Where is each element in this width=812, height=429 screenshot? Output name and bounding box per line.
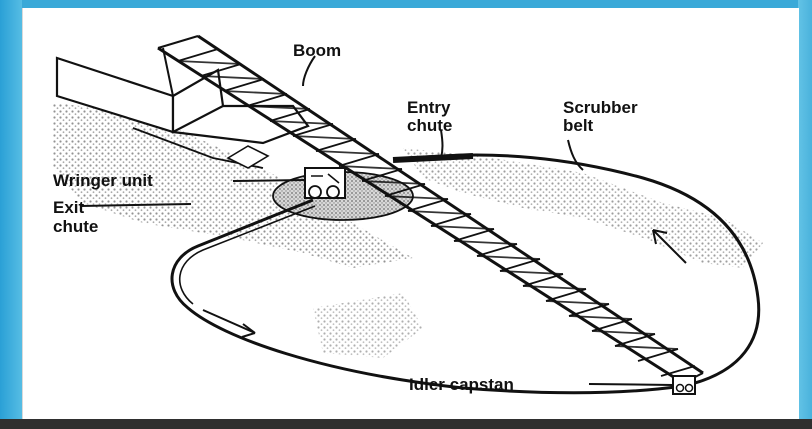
frame-left [0, 0, 22, 429]
wringer-unit [305, 168, 345, 198]
skimmer-diagram: Boom Entry chute Scrubber belt Wringer u… [23, 8, 799, 419]
label-idler-capstan: Idler capstan [409, 375, 514, 394]
label-exit-chute-2: chute [53, 217, 98, 236]
label-scrubber-belt-2: belt [563, 116, 594, 135]
frame-top [0, 0, 812, 8]
label-wringer-unit: Wringer unit [53, 171, 153, 190]
label-scrubber-belt-1: Scrubber [563, 98, 638, 117]
entry-chute [393, 156, 473, 160]
label-boom: Boom [293, 41, 341, 60]
idler-capstan [673, 376, 695, 394]
frame-right [798, 0, 812, 429]
diagram-paper: Boom Entry chute Scrubber belt Wringer u… [22, 8, 799, 419]
frame-bottom [0, 419, 812, 429]
water-shading-center [313, 293, 423, 358]
label-exit-chute-1: Exit [53, 198, 85, 217]
label-entry-chute-2: chute [407, 116, 452, 135]
label-entry-chute-1: Entry [407, 98, 451, 117]
